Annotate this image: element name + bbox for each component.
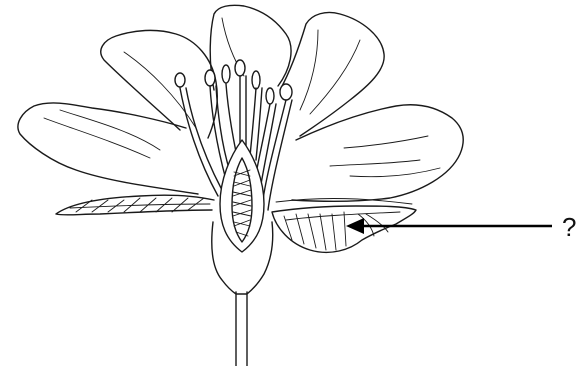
petal-upper-left (101, 30, 218, 138)
petal-right (292, 105, 463, 202)
pistil (220, 140, 264, 252)
stalk (236, 292, 247, 366)
petal-upper-right (280, 12, 384, 136)
petal-left (18, 103, 198, 194)
